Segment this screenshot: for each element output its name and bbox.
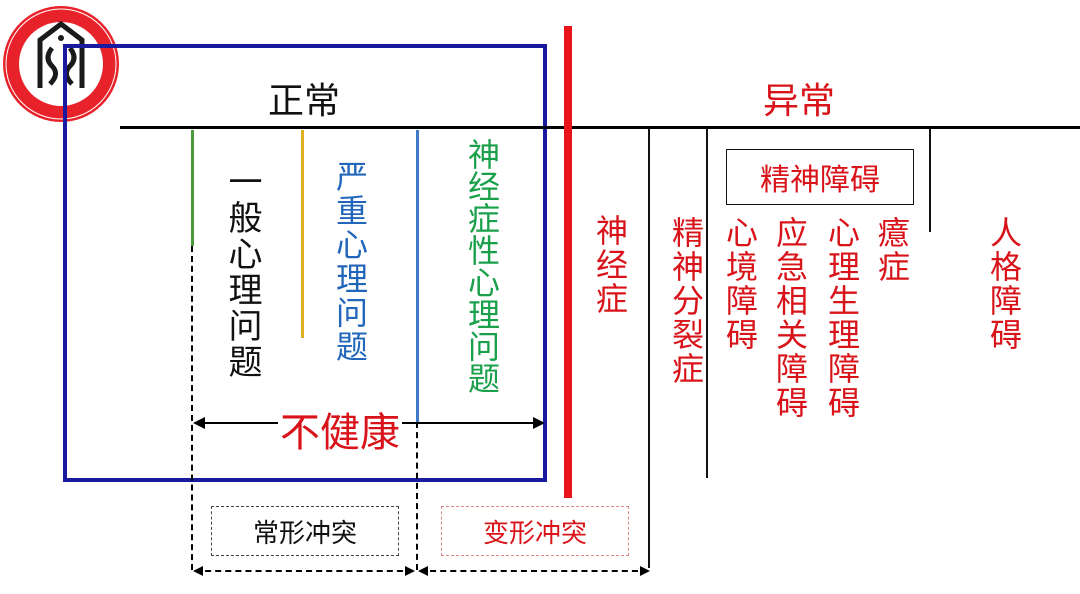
abnormal-label: 异常: [763, 81, 836, 122]
deformed-conflict-box: 变形冲突: [441, 506, 629, 556]
stress-disorder-label: 应急相关障碍: [771, 216, 809, 420]
abnormal-divider-3: [929, 128, 931, 232]
neurotic-psych-problem-label: 神经症性心理问题: [463, 138, 501, 394]
dashed-line-middle: [416, 422, 418, 570]
axis-line: [120, 126, 1080, 129]
hysteria-label: 癔症: [873, 216, 911, 284]
psychophysiological-disorder-label: 心理生理障碍: [823, 216, 861, 420]
normal-conflict-box: 常形冲突: [211, 506, 399, 556]
neurosis-label: 神经症: [591, 214, 629, 316]
abnormal-divider-1: [648, 128, 650, 568]
dashed-line-left: [191, 246, 193, 570]
abnormal-divider-2: [706, 128, 708, 478]
normal-conflict-label: 常形冲突: [252, 518, 357, 549]
normal-label: 正常: [268, 81, 341, 122]
logo-seal-icon: [3, 6, 119, 122]
mental-disorder-label: 精神障碍: [760, 163, 880, 198]
normal-abnormal-divider: [564, 26, 572, 498]
logo: [0, 0, 122, 128]
yellow-divider-line: [301, 130, 304, 338]
personality-disorder-label: 人格障碍: [985, 216, 1023, 352]
deformed-conflict-label: 变形冲突: [482, 518, 587, 549]
normal-region-box: [63, 44, 547, 482]
blue-divider-line: [416, 130, 419, 422]
normal-conflict-arrow: [193, 566, 415, 576]
schizophrenia-label: 精神分裂症: [667, 216, 705, 386]
green-divider-line: [191, 130, 194, 246]
mental-disorder-box: 精神障碍: [726, 149, 914, 205]
deformed-conflict-arrow: [418, 566, 650, 576]
severe-psych-problem-label: 严重心理问题: [331, 160, 369, 364]
mood-disorder-label: 心境障碍: [721, 216, 759, 352]
general-psych-problem-label: 一般心理问题: [222, 164, 262, 380]
unhealthy-label: 不健康: [278, 400, 402, 458]
